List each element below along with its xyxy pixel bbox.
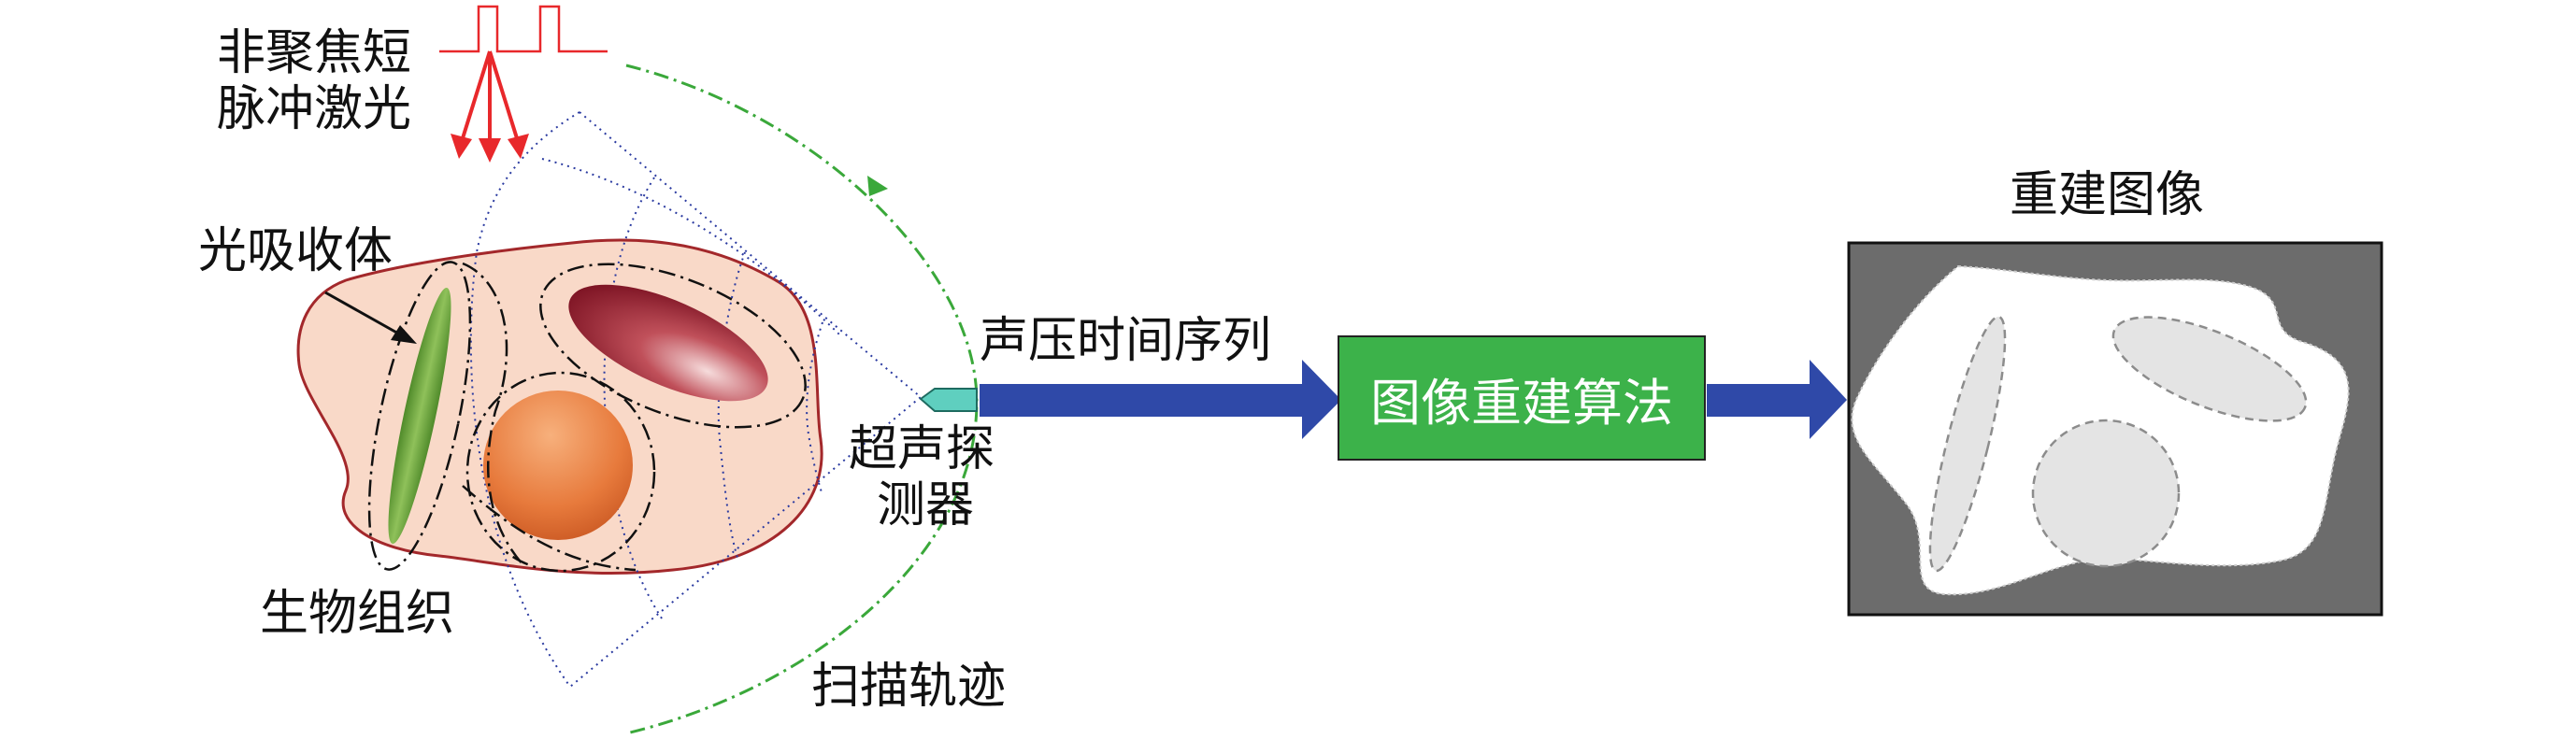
signal-label: 声压时间序列	[980, 313, 1272, 369]
laser-label-line1: 非聚焦短	[217, 25, 412, 81]
ultrasound-probe	[919, 388, 978, 412]
probe-label-line2: 测器	[877, 477, 975, 533]
tissue-label: 生物组织	[260, 586, 455, 642]
reconstruction-algorithm-box	[1338, 335, 1706, 461]
reconstructed-regions	[1928, 315, 2308, 573]
absorber-pointer	[324, 291, 417, 344]
scan-direction-arrow	[867, 176, 888, 196]
absorber-rod	[388, 288, 451, 544]
laser-beam-arrows	[451, 50, 529, 163]
probe-label-line1: 超声探	[849, 421, 995, 477]
region-contours	[367, 261, 807, 573]
scan-trajectory	[625, 64, 979, 735]
absorber-ellipse	[568, 284, 768, 402]
laser-label-line2: 脉冲激光	[217, 81, 412, 137]
absorber-label: 光吸收体	[198, 223, 394, 279]
output-flow-arrow	[1707, 360, 1847, 439]
absorber-circle	[483, 391, 633, 540]
scan-path-label: 扫描轨迹	[811, 659, 1007, 715]
laser-pulse-waveform	[439, 5, 608, 53]
algorithm-label: 图像重建算法	[1370, 373, 1673, 433]
reconstruction-title: 重建图像	[2010, 167, 2205, 223]
signal-flow-arrow	[980, 360, 1341, 439]
